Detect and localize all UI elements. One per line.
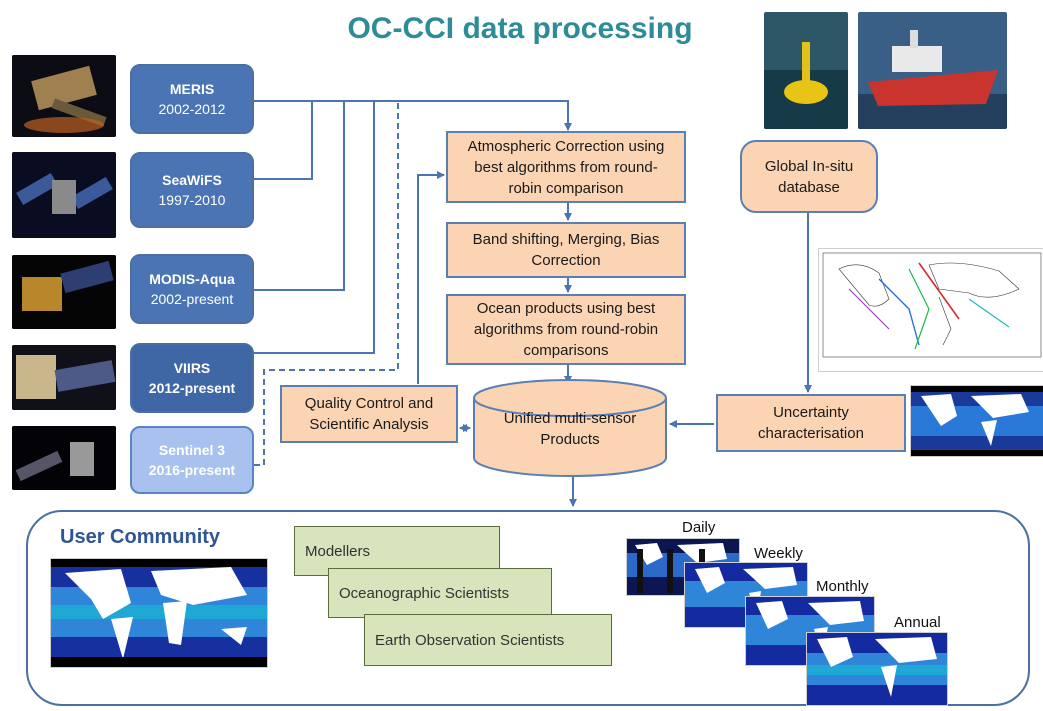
sensor-box-sentinel3: Sentinel 3 2016-present — [130, 426, 254, 494]
insitu-database-box: Global In-situ database — [740, 140, 878, 213]
atmospheric-correction-box: Atmospheric Correction using best algori… — [446, 131, 686, 203]
uncertainty-map — [910, 385, 1043, 457]
temporal-label-daily: Daily — [682, 519, 716, 536]
page-title: OC-CCI data processing — [347, 12, 693, 45]
user-group-earth-observation-scientists: Earth Observation Scientists — [364, 614, 612, 666]
research-vessel-photo — [858, 12, 1007, 129]
modis-connector — [254, 101, 345, 291]
user-community-panel — [26, 510, 1030, 706]
viirs-connector — [254, 101, 375, 354]
qc-feedback-connector — [417, 171, 445, 384]
temporal-label-annual: Annual — [894, 614, 941, 631]
sentinel-connector — [254, 101, 399, 466]
band-shifting-box: Band shifting, Merging, Bias Correction — [446, 222, 686, 278]
seawifs-connector — [254, 101, 313, 180]
user-group-modellers: Modellers — [294, 526, 500, 576]
seawifs-satellite-image — [12, 152, 116, 238]
insitu-station-map — [818, 248, 1043, 372]
unified-products-label: Unified multi-sensor Products — [503, 410, 637, 448]
ocean-products-box: Ocean products using best algorithms fro… — [446, 294, 686, 365]
sensor-box-modis-aqua: MODIS-Aqua 2002-present — [130, 254, 254, 324]
sensor-name: SeaWiFS — [162, 172, 222, 188]
user-community-map — [50, 558, 268, 668]
modis-satellite-image — [12, 255, 116, 329]
sensor-box-meris: MERIS 2002-2012 — [130, 64, 254, 134]
temporal-label-weekly: Weekly — [754, 545, 803, 562]
meris-connector — [254, 100, 572, 131]
quality-control-box: Quality Control and Scientific Analysis — [280, 385, 458, 443]
sensor-name: MODIS-Aqua — [149, 271, 235, 287]
sentinel3-satellite-image — [12, 426, 116, 490]
temporal-label-monthly: Monthly — [816, 578, 869, 595]
sensor-years: 1997-2010 — [158, 192, 226, 208]
annual-map — [806, 632, 948, 706]
sensor-years: 2002-present — [150, 291, 234, 307]
sensor-box-seawifs: SeaWiFS 1997-2010 — [130, 152, 254, 228]
uncertainty-box: Uncertainty characterisation — [716, 394, 906, 452]
unified-products-cylinder — [473, 379, 667, 477]
buoy-photo — [764, 12, 848, 129]
sensor-name: Sentinel 3 — [158, 442, 226, 458]
user-community-title: User Community — [60, 526, 221, 548]
sensor-years: 2016-present — [148, 462, 236, 478]
viirs-satellite-image — [12, 345, 116, 410]
user-group-oceanographic-scientists: Oceanographic Scientists — [328, 568, 552, 618]
sensor-years: 2002-2012 — [158, 101, 226, 117]
sensor-name: VIIRS — [173, 360, 211, 376]
meris-satellite-image — [12, 55, 116, 137]
sensor-years: 2012-present — [148, 380, 236, 396]
sensor-name: MERIS — [169, 81, 215, 97]
sensor-box-viirs: VIIRS 2012-present — [130, 343, 254, 413]
